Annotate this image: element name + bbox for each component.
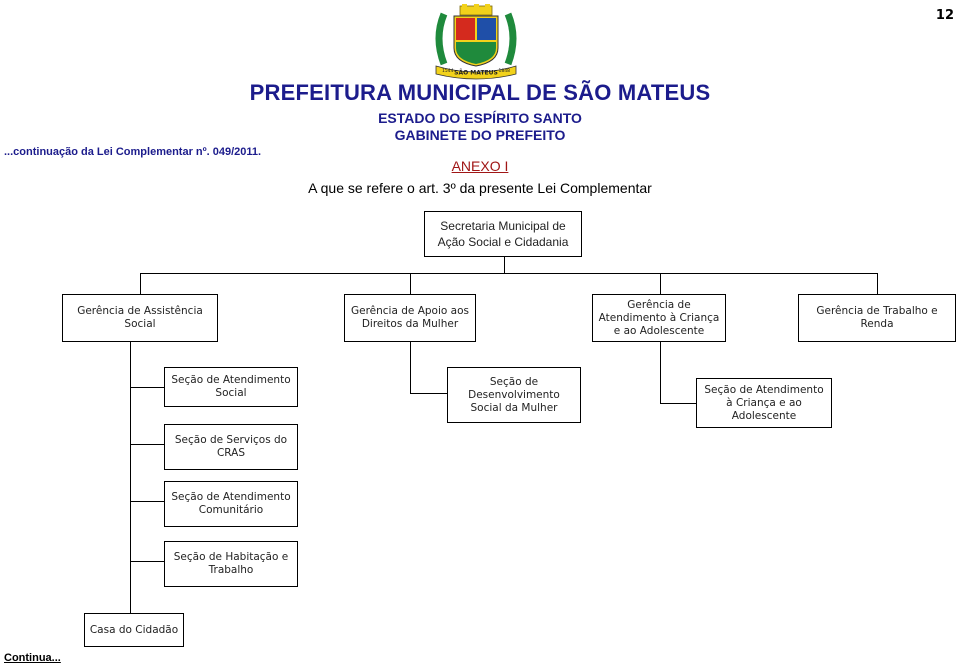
section-servicos-cras: Seção de Serviços do CRAS <box>164 424 298 470</box>
section-atendimento-crianca: Seção de Atendimento à Criança e ao Adol… <box>696 378 832 428</box>
reference-line: A que se refere o art. 3º da presente Le… <box>308 180 652 196</box>
org-root-secretaria: Secretaria Municipal de Ação Social e Ci… <box>424 211 582 257</box>
connector-line <box>410 342 411 394</box>
connector-line <box>130 501 164 502</box>
casa-do-cidadao: Casa do Cidadão <box>84 613 184 647</box>
annex-heading: ANEXO I <box>451 158 509 174</box>
page-title: PREFEITURA MUNICIPAL DE SÃO MATEUS <box>249 80 711 105</box>
management-assistencia: Gerência de Assistência Social <box>62 294 218 342</box>
connector-line <box>877 273 878 294</box>
crest-year-left: 1544 <box>442 68 454 74</box>
crest-year-right: 1848 <box>499 68 511 74</box>
connector-line <box>140 273 141 294</box>
section-atendimento-social: Seção de Atendimento Social <box>164 367 298 407</box>
crest-banner-text: SÃO MATEUS <box>454 70 498 77</box>
section-atendimento-comunitario: Seção de Atendimento Comunitário <box>164 481 298 527</box>
section-desenvolvimento-mulher: Seção de Desenvolvimento Social da Mulhe… <box>447 367 581 423</box>
connector-line <box>130 444 164 445</box>
continuation-note: ...continuação da Lei Complementar nº. 0… <box>4 146 262 158</box>
management-mulher: Gerência de Apoio aos Direitos da Mulher <box>344 294 476 342</box>
connector-line <box>660 273 661 294</box>
connector-line <box>410 393 447 394</box>
page-number: 12 <box>935 8 954 23</box>
connector-line <box>130 561 164 562</box>
connector-line <box>140 273 878 274</box>
connector-line <box>410 273 411 294</box>
connector-line <box>130 342 131 629</box>
management-crianca: Gerência de Atendimento à Criança e ao A… <box>592 294 726 342</box>
connector-line <box>660 342 661 404</box>
state-subtitle: ESTADO DO ESPÍRITO SANTO <box>378 110 582 126</box>
connector-line <box>504 257 505 274</box>
continues-note: Continua... <box>4 652 61 664</box>
connector-line <box>660 403 696 404</box>
connector-line <box>130 387 164 388</box>
section-habitacao-trabalho: Seção de Habitação e Trabalho <box>164 541 298 587</box>
office-subtitle: GABINETE DO PREFEITO <box>394 127 566 143</box>
management-trabalho: Gerência de Trabalho e Renda <box>798 294 956 342</box>
municipal-crest-icon: SÃO MATEUS 1544 1848 <box>435 4 517 80</box>
